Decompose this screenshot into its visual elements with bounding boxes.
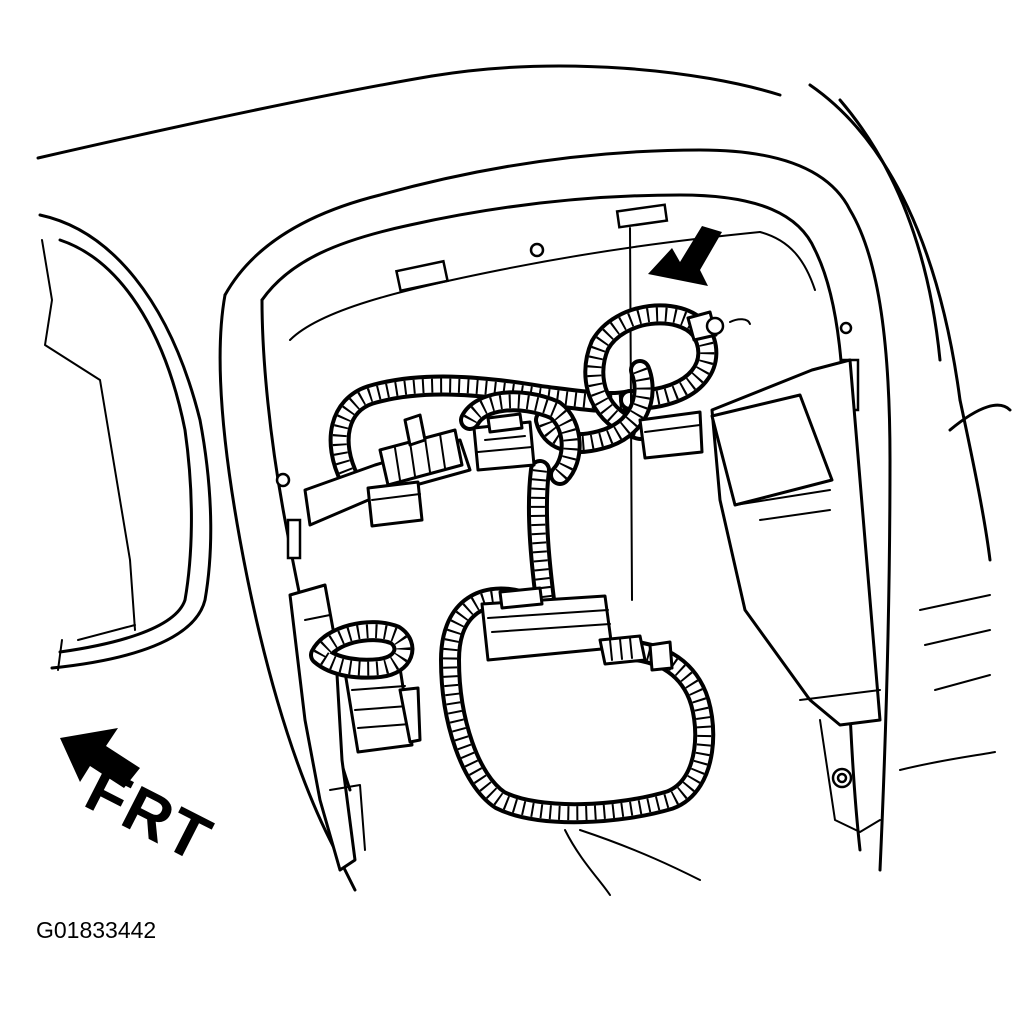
wiring-harness bbox=[309, 303, 719, 825]
connectors bbox=[366, 310, 751, 672]
right-bracket bbox=[710, 358, 882, 833]
harness-carrier bbox=[303, 413, 472, 527]
arrow-down-left-icon bbox=[648, 226, 722, 286]
figure-id: G01833442 bbox=[36, 917, 157, 943]
arrow-up-left-icon bbox=[60, 728, 140, 788]
left-bracket bbox=[288, 583, 366, 872]
connector-left bbox=[366, 480, 424, 528]
connector-right bbox=[638, 410, 704, 460]
left-connector-block bbox=[343, 666, 422, 754]
body-outline bbox=[36, 64, 1012, 771]
